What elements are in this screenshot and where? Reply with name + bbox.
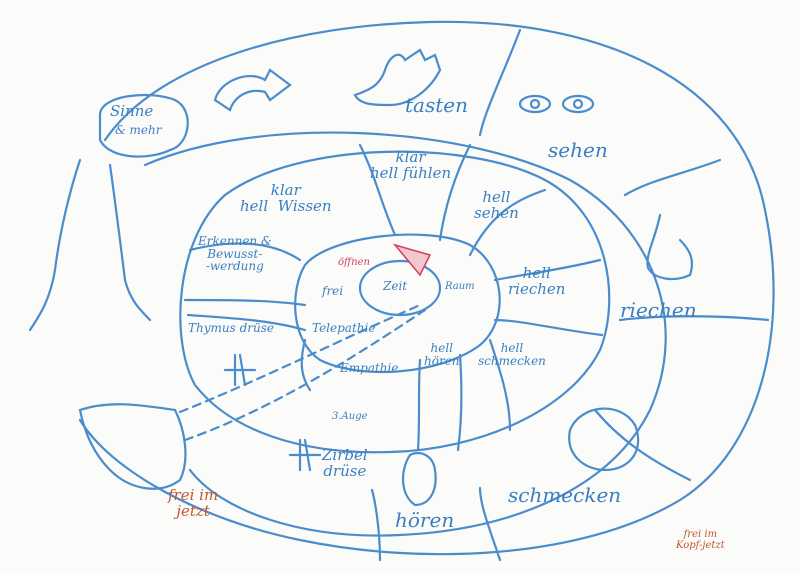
- divider: [488, 338, 512, 432]
- divider: [468, 188, 547, 257]
- divider: [358, 143, 397, 237]
- divider: [478, 28, 522, 137]
- eyes-icon: [518, 94, 552, 114]
- divider: [188, 242, 302, 262]
- speech-bubble: [98, 93, 189, 158]
- hell-riechen: hell riechen: [508, 264, 566, 298]
- divider: [186, 313, 307, 332]
- divider: [300, 338, 312, 392]
- mouth-icon: [568, 407, 640, 472]
- erkennen-bewusstwerdung: Erkennen & Bewusst- -werdung: [198, 234, 272, 274]
- inner-ring: [294, 233, 501, 374]
- nose-icon: [646, 213, 694, 281]
- sense-schmecken: schmecken: [508, 483, 622, 507]
- divider: [623, 158, 722, 197]
- figure-icon: [288, 438, 322, 472]
- divider: [456, 353, 463, 452]
- thymus-druese: Thymus drüse: [188, 321, 274, 335]
- hell-hoeren: hell hören: [424, 341, 460, 368]
- divider: [183, 298, 307, 307]
- figure-icon: [223, 353, 257, 387]
- divider: [493, 258, 602, 282]
- divider: [493, 318, 604, 337]
- outer-ring: [78, 20, 775, 556]
- dashed-line: [183, 308, 427, 442]
- tree-trunk: [28, 158, 152, 332]
- hell-sehen: hell sehen: [474, 188, 519, 222]
- center-accent: [392, 243, 432, 277]
- signature: frei im Kopf-jetzt: [676, 529, 725, 551]
- divider: [370, 488, 382, 562]
- divider: [478, 486, 502, 562]
- frei-im-jetzt: frei im jetzt: [168, 486, 219, 520]
- sense-tasten: tasten: [405, 93, 468, 117]
- second-ring: [143, 131, 667, 537]
- middle-ring: [179, 150, 611, 454]
- third-eye: 3.Auge: [332, 411, 368, 422]
- divider: [416, 358, 422, 452]
- center-zeit: Zeit: [383, 279, 408, 293]
- eyes-icon: [561, 94, 595, 114]
- hell-schmecken: hell schmecken: [478, 341, 546, 368]
- klar-wissen: klar hell Wissen: [240, 181, 332, 215]
- ear-icon: [402, 452, 437, 507]
- zirbel-druese: Zirbel drüse: [322, 446, 368, 480]
- empathie: Empathie: [340, 361, 399, 375]
- center-raum: Raum: [445, 281, 475, 292]
- arrow-icon: [213, 68, 292, 112]
- divider: [438, 143, 472, 242]
- telepathie: Telepathie: [312, 321, 376, 335]
- hand-root-icon: [78, 403, 187, 490]
- dashed-line: [178, 303, 422, 414]
- center-offen: öffnen: [338, 257, 370, 268]
- hand-icon: [353, 48, 442, 107]
- sense-hoeren: hören: [395, 508, 455, 532]
- sense-riechen: riechen: [620, 298, 697, 322]
- sense-sehen: sehen: [548, 138, 608, 162]
- divider: [618, 315, 770, 322]
- bubble-line2: & mehr: [115, 123, 162, 137]
- bubble-line1: Sinne: [110, 102, 154, 120]
- klar-fuehlen: klar hell fühlen: [370, 148, 452, 182]
- center-frei: frei: [322, 284, 344, 298]
